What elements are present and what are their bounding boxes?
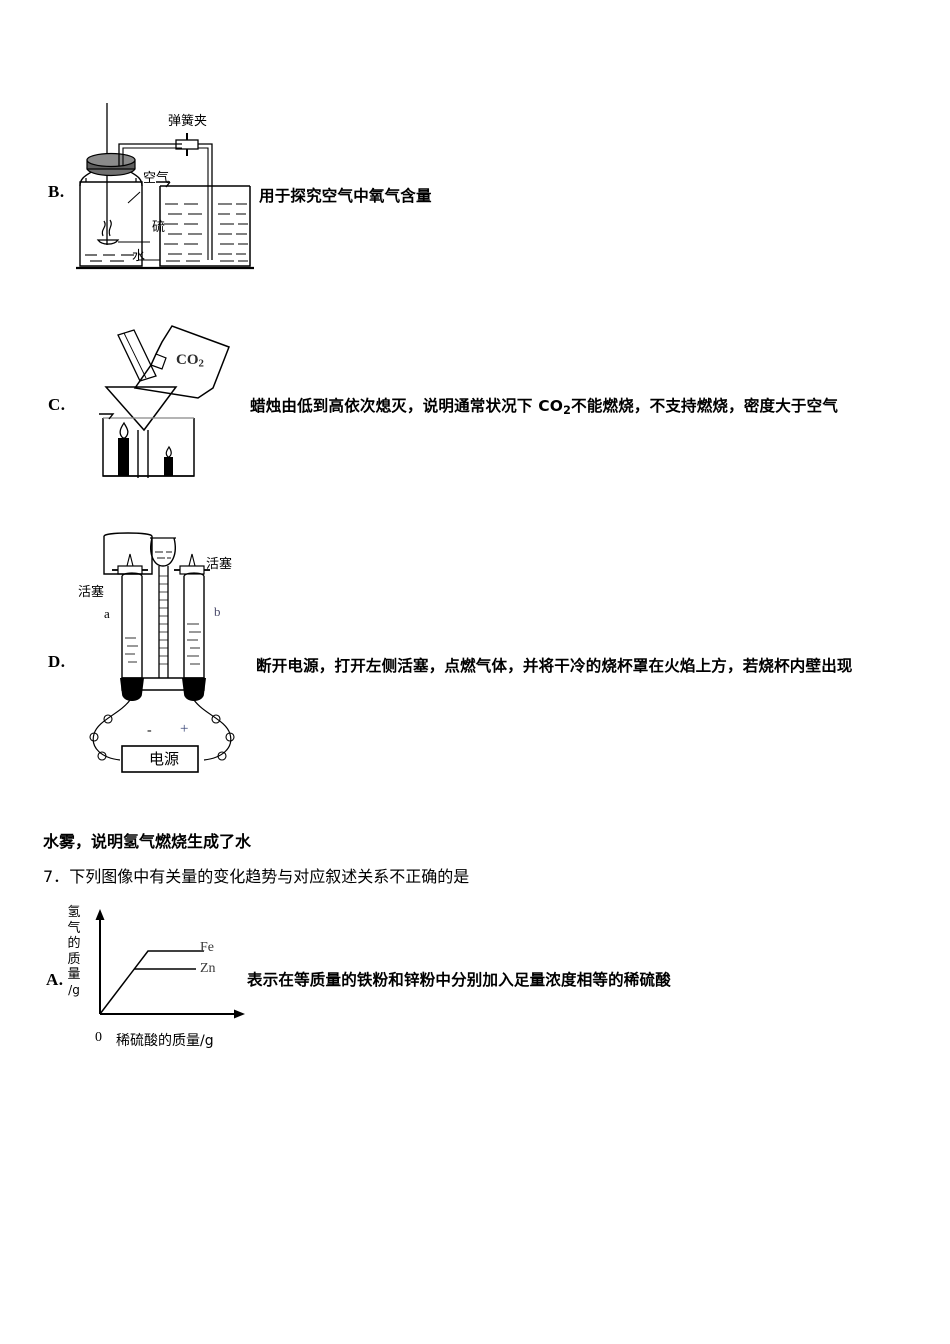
label-co2-bottle: CO2 (176, 352, 204, 370)
label-tube-a: a (104, 606, 110, 621)
label-water: 水 (132, 249, 146, 264)
option-c-description: 蜡烛由低到高依次熄灭，说明通常状况下 CO2不能燃烧，不支持燃烧，密度大于空气 (250, 394, 838, 417)
label-co2-text: CO (176, 352, 199, 368)
chart-origin-label: 0 (95, 1030, 102, 1045)
question-7: 7．下列图像中有关量的变化趋势与对应叙述关系不正确的是 (43, 863, 469, 887)
option-letter-b: B. (48, 182, 65, 201)
chart-x-axis-label: 稀硫酸的质量/g (116, 1033, 214, 1049)
label-power-source: 电源 (149, 750, 180, 768)
option-c-description-part2: 不能燃烧，不支持燃烧，密度大于空气 (571, 397, 839, 415)
option-letter-c: C. (48, 395, 66, 414)
label-sulfur: 硫 (152, 220, 166, 235)
chart-y-axis-label: 氢 气 的 质 量 /g (66, 905, 82, 998)
label-terminal-negative: - (147, 723, 152, 738)
y-axis-char-5: /g (68, 982, 80, 997)
option-c-description-part1: 蜡烛由低到高依次熄灭，说明通常状况下 CO (250, 397, 564, 415)
figure-air-oxygen-content (72, 100, 257, 275)
y-axis-char-0: 氢 (67, 905, 81, 920)
option-a-description: 表示在等质量的铁粉和锌粉中分别加入足量浓度相等的稀硫酸 (247, 971, 671, 989)
option-letter-a: A. (46, 970, 64, 989)
chart-legend-fe: Fe (200, 940, 214, 955)
option-b-description: 用于探究空气中氧气含量 (259, 187, 432, 205)
label-spring-clip: 弹簧夹 (168, 114, 208, 129)
continuation-line: 水雾，说明氢气燃烧生成了水 (43, 832, 252, 851)
chart-hydrogen-mass-vs-sulfuric-acid (86, 906, 256, 1021)
figure-co2-candles (78, 310, 253, 480)
option-d-description: 断开电源，打开左侧活塞，点燃气体，并将干冷的烧杯罩在火焰上方，若烧杯内壁出现 (256, 657, 853, 675)
y-axis-char-1: 气 (67, 920, 81, 936)
label-tube-b: b (214, 604, 221, 619)
question-7-text: 下列图像中有关量的变化趋势与对应叙述关系不正确的是 (69, 867, 470, 886)
label-co2-subscript: 2 (198, 357, 204, 370)
question-7-number: 7． (43, 867, 70, 886)
y-axis-char-3: 质 (67, 951, 81, 967)
label-stopcock-right: 活塞 (206, 557, 233, 572)
label-stopcock-left: 活塞 (78, 585, 105, 600)
label-air: 空气 (143, 171, 170, 186)
chart-legend-zn: Zn (200, 961, 216, 976)
figure-water-electrolysis (80, 528, 240, 778)
y-axis-char-2: 的 (67, 936, 81, 951)
option-letter-d: D. (48, 652, 66, 671)
y-axis-char-4: 量 (67, 967, 81, 982)
label-terminal-positive: + (180, 721, 189, 737)
option-c-description-subscript: 2 (563, 403, 572, 417)
